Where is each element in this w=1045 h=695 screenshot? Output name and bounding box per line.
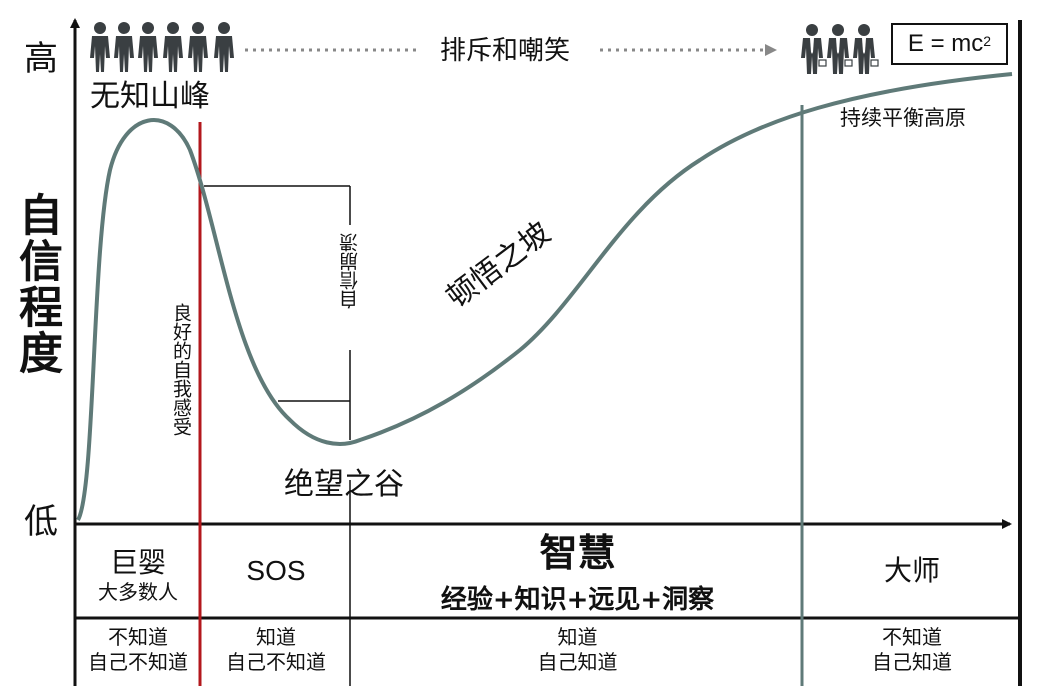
knowledge-master-line1: 不知道 — [882, 625, 942, 649]
knowledge-master: 不知道 自己知道 — [806, 625, 1018, 675]
y-low-label: 低 — [24, 502, 58, 542]
knowledge-infant-line2: 自己不知道 — [88, 650, 188, 674]
x-axis-title: 智慧 — [539, 531, 616, 575]
stage-sos-name: SOS — [246, 555, 306, 586]
knowledge-master-line2: 自己知道 — [872, 650, 952, 674]
peak-label: 无知山峰 — [90, 79, 210, 114]
knowledge-infant: 不知道 自己不知道 — [78, 625, 198, 675]
equation-superscript: 2 — [983, 33, 992, 49]
stage-infant: 巨婴 大多数人 — [78, 545, 198, 605]
stage-master-name: 大师 — [883, 554, 940, 587]
knowledge-wisdom-line2: 自己知道 — [537, 650, 618, 674]
knowledge-sos: 知道 自己不知道 — [205, 625, 347, 675]
ridicule-label: 排斥和嘲笑 — [440, 36, 571, 66]
stage-infant-sub: 大多数人 — [98, 580, 178, 604]
knowledge-wisdom-line1: 知道 — [557, 625, 598, 649]
crowd-icons — [90, 22, 234, 72]
self-feeling-label: 良好的自我感受 — [170, 303, 192, 436]
master-icons — [800, 23, 879, 75]
wisdom-block: 智慧 经验+知识+远见+洞察 — [355, 530, 800, 616]
knowledge-wisdom: 知道 自己知道 — [355, 625, 800, 675]
y-high-label: 高 — [24, 39, 58, 79]
self-collapse-label: 自信崩溃 — [339, 233, 361, 309]
stage-infant-name: 巨婴 — [109, 546, 166, 579]
knowledge-infant-line1: 不知道 — [108, 625, 168, 649]
confidence-curve — [76, 72, 1013, 521]
knowledge-sos-line1: 知道 — [256, 625, 296, 649]
plateau-label: 持续平衡高原 — [840, 106, 966, 130]
valley-label: 绝望之谷 — [284, 467, 404, 502]
equation-main: E = mc — [907, 30, 984, 57]
knowledge-sos-line2: 自己不知道 — [226, 650, 326, 674]
y-axis-title: 自信程度 — [11, 192, 62, 376]
x-axis-subtitle: 经验+知识+远见+洞察 — [440, 584, 715, 615]
